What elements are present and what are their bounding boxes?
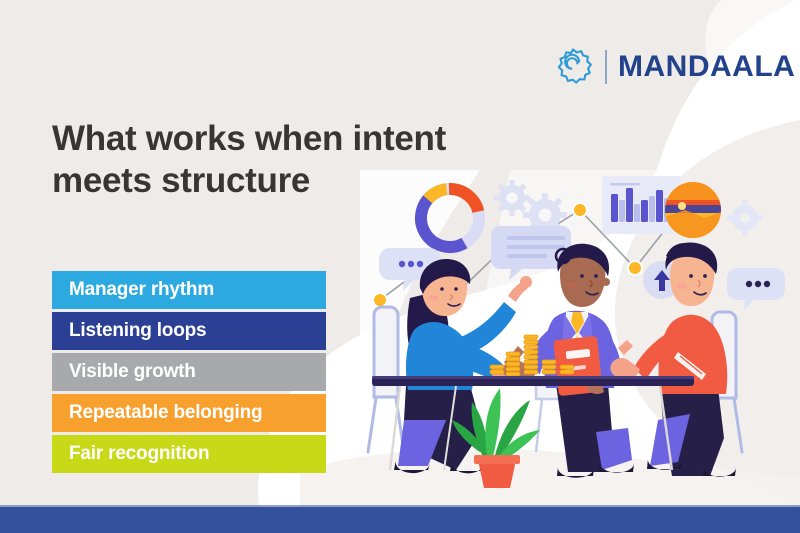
list-item-label: Visible growth <box>69 361 196 382</box>
list-item[interactable]: Repeatable belonging <box>52 394 326 432</box>
footer-hairline <box>0 505 800 507</box>
list-item-label: Fair recognition <box>69 443 210 464</box>
meeting-illustration <box>360 170 785 488</box>
list-item[interactable]: Fair recognition <box>52 435 326 473</box>
meeting-table <box>372 376 694 471</box>
footer-bar <box>0 507 800 533</box>
person-left <box>394 258 532 474</box>
person-right <box>610 242 736 477</box>
speech-bubble-lines-icon <box>491 226 571 280</box>
corner-highlight <box>705 0 800 112</box>
list-item-label: Listening loops <box>69 320 207 341</box>
logo-divider <box>605 50 607 84</box>
spiral-mandala-icon <box>557 48 592 84</box>
list-item[interactable]: Visible growth <box>52 353 326 391</box>
list-item-label: Repeatable belonging <box>69 402 263 423</box>
key-points-list: Manager rhythm Listening loops Visible g… <box>52 271 326 473</box>
potted-plant-icon <box>452 388 540 488</box>
brand-logo[interactable]: MANDAALA <box>552 46 795 88</box>
list-item[interactable]: Manager rhythm <box>52 271 326 309</box>
page-title-line-2: meets structure <box>52 161 311 200</box>
gear-faint-icon <box>727 200 763 236</box>
page-title: What works when intent meets structure <box>52 118 472 202</box>
page-title-line-1: What works when intent <box>52 119 446 158</box>
brand-name: MANDAALA <box>618 50 796 83</box>
list-item[interactable]: Listening loops <box>52 312 326 350</box>
coin-stacks-icon <box>489 334 575 377</box>
bar-chart-card-icon <box>602 176 682 234</box>
donut-chart-icon <box>415 183 485 253</box>
sunset-photo-circle-icon <box>665 182 721 238</box>
ellipsis-speech-bubble-icon <box>727 268 785 310</box>
list-item-label: Manager rhythm <box>69 279 215 300</box>
ellipsis-speech-bubble-icon <box>379 248 441 291</box>
